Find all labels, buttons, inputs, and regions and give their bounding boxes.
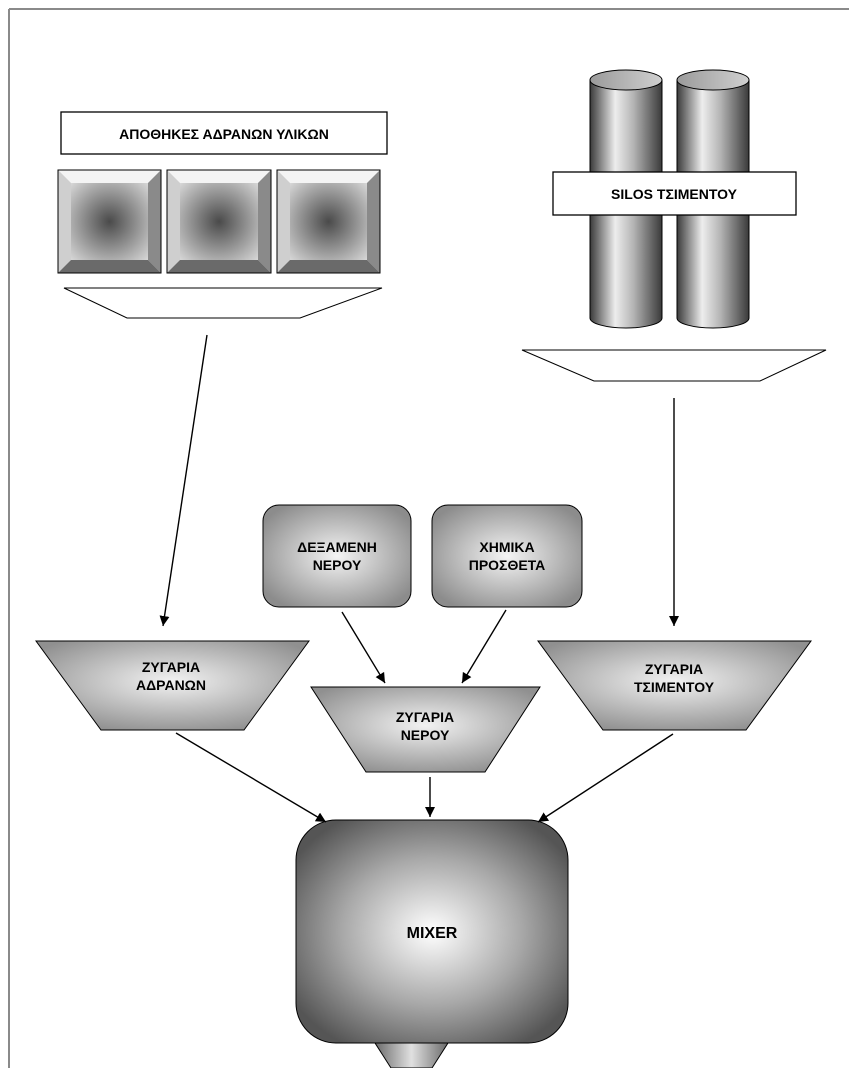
arrow-aggregate-to-scale xyxy=(159,334,208,627)
cement-scale-label-1: ΖΥΓΑΡΙΑ xyxy=(645,661,703,677)
water-tank-label-2: ΝΕΡΟΥ xyxy=(313,557,362,573)
cement-hopper xyxy=(521,349,827,382)
mixer-spout xyxy=(374,1042,449,1068)
chemicals-tank: ΧΗΜΙΚΑ ΠΡΟΣΘΕΤΑ xyxy=(431,504,583,608)
aggregate-storage: ΑΠΟΘΗΚΕΣ ΑΔΡΑΝΩΝ ΥΛΙΚΩΝ xyxy=(57,111,388,319)
aggregate-scale-label-1: ΖΥΓΑΡΙΑ xyxy=(142,659,200,675)
cement-scale-label-2: ΤΣΙΜΕΝΤΟΥ xyxy=(634,679,715,695)
mixer-label: MIXER xyxy=(407,925,458,942)
water-scale: ΖΥΓΑΡΙΑ ΝΕΡΟΥ xyxy=(310,686,541,773)
aggregate-scale: ΖΥΓΑΡΙΑ ΑΔΡΑΝΩΝ xyxy=(35,640,310,731)
chemicals-label-1: ΧΗΜΙΚΑ xyxy=(479,539,534,555)
aggregate-storage-title: ΑΠΟΘΗΚΕΣ ΑΔΡΑΝΩΝ ΥΛΙΚΩΝ xyxy=(119,126,329,142)
water-scale-label-2: ΝΕΡΟΥ xyxy=(401,727,450,743)
aggregate-hopper xyxy=(63,287,383,319)
flow-arrows xyxy=(159,334,679,823)
mixer: MIXER xyxy=(295,819,569,1068)
aggregate-bin xyxy=(166,169,272,274)
water-tank-label-1: ΔΕΞΑΜΕΝΗ xyxy=(297,539,377,555)
aggregate-bin xyxy=(276,169,381,274)
aggregate-bin xyxy=(57,169,162,274)
water-scale-label-1: ΖΥΓΑΡΙΑ xyxy=(396,709,454,725)
aggregate-scale-label-2: ΑΔΡΑΝΩΝ xyxy=(136,677,206,693)
arrow-water-to-scale xyxy=(341,611,386,684)
aggregate-storage-title-box xyxy=(60,111,388,155)
cement-silos: SILOS ΤΣΙΜΕΝΤΟΥ xyxy=(521,69,827,382)
cement-scale: ΖΥΓΑΡΙΑ ΤΣΙΜΕΝΤΟΥ xyxy=(537,640,812,731)
arrow-chemicals-to-scale xyxy=(461,609,507,684)
cement-silos-title-box xyxy=(552,171,797,216)
arrow-aggregate-scale-to-mixer xyxy=(175,732,327,823)
cement-silos-title: SILOS ΤΣΙΜΕΝΤΟΥ xyxy=(611,186,738,202)
water-tank: ΔΕΞΑΜΕΝΗ ΝΕΡΟΥ xyxy=(262,504,412,608)
chemicals-label-2: ΠΡΟΣΘΕΤΑ xyxy=(469,557,546,573)
arrow-cement-scale-to-mixer xyxy=(537,733,674,823)
